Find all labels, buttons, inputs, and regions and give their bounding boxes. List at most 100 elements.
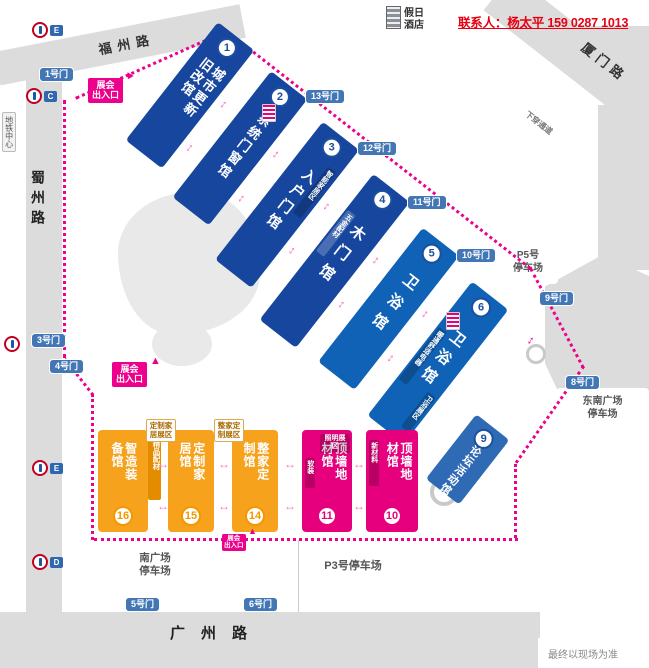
parking-label-p5: P5号 停车场 [502, 250, 554, 275]
entrance-line: 展会 [96, 80, 115, 90]
hall-15: 定制家居馆 15 [168, 430, 214, 532]
gate-6: 6号门 [244, 598, 278, 612]
parking-label-line: 东南广场 [582, 396, 623, 407]
roundabout-circle [526, 344, 546, 364]
hall-10: 新材料 顶墙地材馆 10 [366, 430, 418, 532]
passage-arrow-icon: ↕ [183, 139, 197, 155]
passage-arrow-icon: ↔ [284, 457, 296, 471]
hall-16: 智造装备馆 16 [98, 430, 148, 532]
entrance-line: 展会 [120, 364, 139, 374]
hall-11: 照明展区 软装 顶墙地材馆 11 [302, 430, 352, 532]
passage-arrow-icon: ↕ [418, 306, 433, 321]
entrance-line: 出入口 [224, 542, 244, 550]
road-label-guangzhou: 广州路 [170, 625, 264, 642]
metro-exit-badge: E [50, 24, 63, 36]
hall-number: 5 [421, 243, 442, 264]
gate-13: 13号门 [306, 90, 345, 104]
passage-arrow-icon: ↔ [218, 499, 230, 513]
passage-arrow-icon: ↕ [384, 350, 398, 366]
disclaimer-pocket [538, 638, 649, 668]
gate-1: 1号门 [40, 68, 74, 82]
parking-label-line: 停车场 [139, 565, 171, 578]
passage-arrow-icon: ↔ [284, 499, 296, 513]
hotel-building-icon [386, 6, 401, 29]
route-line-segment [94, 538, 518, 541]
metro-exit-badge: D [50, 556, 63, 568]
entrance-line: 出入口 [116, 374, 144, 385]
passage-arrow-icon: ↕ [320, 198, 334, 214]
metro-entrance: E [32, 460, 63, 476]
expo-stripe-badge [262, 104, 276, 122]
passage-arrow-icon: ↔ [353, 457, 365, 471]
hall-number: 11 [317, 506, 337, 526]
underpass-label: 下穿通道 [523, 109, 555, 137]
metro-exit-badge: C [44, 90, 57, 102]
p3-boundary-line [298, 540, 299, 612]
road-east-edge [598, 105, 649, 270]
metro-logo-icon [4, 336, 20, 352]
gate-9: 9号门 [540, 292, 574, 306]
gate-12: 12号门 [358, 142, 397, 156]
hall-11-lighting-zone: 照明展区 [320, 434, 350, 453]
entrance-arrow-icon: ▲ [150, 355, 161, 367]
disclaimer: 最终以现场为准 [548, 650, 618, 661]
hall-number: 10 [382, 506, 402, 526]
underpass-band: 下穿通道 [507, 96, 571, 151]
passage-arrow-icon: ↕ [269, 146, 283, 162]
parking-label-southeast: 东南广场 停车场 [560, 396, 645, 421]
metro-entrance [4, 336, 20, 352]
hall-9: 9 论坛活动馆 [425, 414, 510, 505]
hall-number: 14 [245, 506, 265, 526]
southeast-parking-area [556, 388, 649, 436]
parking-label-line: 停车场 [513, 262, 543, 274]
gate-10: 10号门 [457, 249, 496, 263]
park-blob-small [152, 322, 212, 366]
metro-sign: 地铁中心 [2, 112, 16, 152]
parking-label-line: 停车场 [587, 408, 618, 420]
entrance-line: 展会 [227, 535, 241, 542]
hall-11-softdecor-zone: 软装 [305, 458, 315, 488]
metro-logo-icon [32, 22, 48, 38]
passage-arrow-icon: ↕ [369, 252, 383, 268]
hall-number: 3 [321, 137, 342, 158]
expo-entrance-badge-small: 展会 出入口 [222, 534, 246, 551]
hall-name: 定制家居馆 [178, 442, 206, 481]
gate-5: 5号门 [126, 598, 160, 612]
hall-name: 顶墙地材馆 [385, 442, 414, 481]
hall-name: 城市更新旧改馆 [176, 54, 228, 121]
hall-number: 16 [113, 506, 133, 526]
hall-name: 智造装备馆 [110, 442, 138, 481]
contact-note: 联系人：杨太平 159 0287 1013 [458, 16, 629, 30]
passage-arrow-icon: ↔ [157, 499, 169, 513]
passage-arrow-icon: ↕ [334, 296, 349, 312]
hall-name: 论坛活动馆 [436, 442, 484, 498]
passage-arrow-icon: ↔ [218, 457, 230, 471]
passage-arrow-icon: ↔ [157, 457, 169, 471]
passage-arrow-icon: ↔ [353, 499, 365, 513]
road-label-shuzhou: 蜀州路 [30, 170, 46, 230]
hall-number: 4 [372, 189, 393, 210]
p5-parking-area [498, 244, 558, 284]
passage-arrow-icon: ↕ [217, 96, 231, 112]
passage-arrow-icon: ↕ [235, 190, 249, 206]
gate-8: 8号门 [566, 376, 600, 390]
route-line-segment [91, 394, 94, 540]
zone-tab-whole-home: 整家定制展区 [214, 419, 244, 442]
hall-number: 15 [181, 506, 201, 526]
gate-3: 3号门 [32, 334, 66, 348]
hall-10-newmaterial-zone: 新材料 [369, 440, 379, 486]
expo-stripe-badge [446, 312, 460, 330]
expo-entrance-badge: 展会 出入口 [88, 78, 124, 103]
hotel-label: 假日酒店 [404, 8, 424, 31]
gate-11: 11号门 [408, 196, 446, 210]
hall-number: 1 [216, 37, 237, 58]
entrance-arrow-icon: ▲ [248, 526, 257, 536]
metro-logo-icon [26, 88, 42, 104]
metro-entrance: E [32, 22, 63, 38]
metro-logo-icon [32, 554, 48, 570]
hall-name: 卫浴馆 [362, 269, 422, 340]
expo-entrance-badge: 展会 出入口 [112, 362, 148, 387]
passage-arrow-icon: ↕ [285, 242, 299, 258]
hall-16-subzone: 精品配材 [148, 438, 161, 500]
